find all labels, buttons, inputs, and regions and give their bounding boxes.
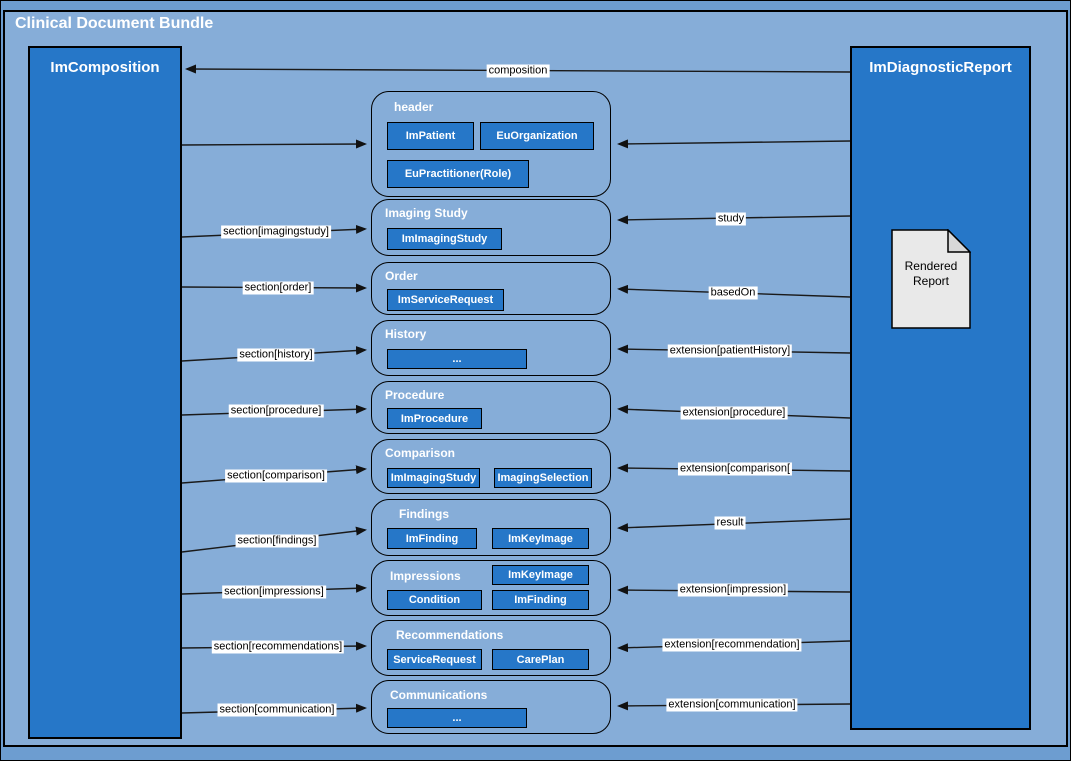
section-recommendations-title: Recommendations xyxy=(396,628,504,642)
edge-label-section-findings: section[findings] xyxy=(235,534,319,548)
edge-label-extension-comparison: extension[comparison[ xyxy=(677,462,793,476)
section-comparison: Comparison ImImagingStudy ImagingSelecti… xyxy=(371,439,611,494)
node-impatient: ImPatient xyxy=(387,122,474,150)
node-communications-ellipsis: ... xyxy=(387,708,527,728)
node-condition: Condition xyxy=(387,590,482,610)
edge-label-extension-communication: extension[communication] xyxy=(666,698,798,712)
edge-label-extension-impression: extension[impression] xyxy=(677,583,789,597)
edge-label-section-recommendations: section[recommendations] xyxy=(211,640,345,654)
node-history-ellipsis: ... xyxy=(387,349,527,369)
rendered-report-document-icon: Rendered Report xyxy=(891,228,972,329)
node-servicerequest: ServiceRequest xyxy=(387,649,482,670)
section-history: History ... xyxy=(371,320,611,376)
edge-label-extension-procedure: extension[procedure] xyxy=(680,406,788,420)
edge-label-section-comparison: section[comparison] xyxy=(225,469,327,483)
node-imservicerequest: ImServiceRequest xyxy=(387,289,504,311)
section-order-title: Order xyxy=(385,269,418,283)
edge-label-section-imagingstudy: section[imagingstudy] xyxy=(221,225,331,239)
node-imkeyimage: ImKeyImage xyxy=(492,528,589,549)
section-recommendations: Recommendations ServiceRequest CarePlan xyxy=(371,620,611,676)
document-icon xyxy=(891,228,972,329)
page-title: Clinical Document Bundle xyxy=(15,15,214,32)
section-order: Order ImServiceRequest xyxy=(371,262,611,315)
edge-label-section-impressions: section[impressions] xyxy=(222,585,326,599)
node-imfinding: ImFinding xyxy=(387,528,477,549)
entity-imcomposition-label: ImComposition xyxy=(50,59,160,76)
edge-label-section-order: section[order] xyxy=(242,281,314,295)
section-imaging-study-title: Imaging Study xyxy=(385,206,468,220)
edge-label-section-communication: section[communication] xyxy=(217,703,337,717)
entity-imdiagnosticreport-label: ImDiagnosticReport xyxy=(869,59,1012,76)
node-euorganization: EuOrganization xyxy=(480,122,594,150)
section-findings-title: Findings xyxy=(399,507,449,521)
node-imfinding-impressions: ImFinding xyxy=(492,590,589,610)
edge-label-extension-patienthistory: extension[patientHistory] xyxy=(667,344,793,358)
section-header: header ImPatient EuOrganization EuPracti… xyxy=(371,91,611,197)
section-impressions-title: Impressions xyxy=(390,569,461,583)
section-findings: Findings ImFinding ImKeyImage xyxy=(371,499,611,556)
section-history-title: History xyxy=(385,327,427,341)
edge-label-section-procedure: section[procedure] xyxy=(228,404,324,418)
section-communications: Communications ... xyxy=(371,680,611,734)
section-procedure: Procedure ImProcedure xyxy=(371,381,611,434)
entity-imcomposition: ImComposition xyxy=(28,46,182,739)
node-careplan: CarePlan xyxy=(492,649,589,670)
edge-label-study: study xyxy=(715,212,747,226)
entity-imdiagnosticreport: ImDiagnosticReport xyxy=(850,46,1031,730)
node-improcedure: ImProcedure xyxy=(387,408,482,429)
section-impressions: Impressions ImKeyImage Condition ImFindi… xyxy=(371,560,611,616)
edge-label-section-history: section[history] xyxy=(237,348,315,362)
edge-label-result: result xyxy=(714,516,746,530)
rendered-report-label: Rendered Report xyxy=(904,259,958,288)
section-communications-title: Communications xyxy=(390,688,488,702)
section-procedure-title: Procedure xyxy=(385,388,445,402)
node-imimagingstudy-comparison: ImImagingStudy xyxy=(387,468,480,488)
node-imimagingstudy: ImImagingStudy xyxy=(387,228,502,250)
node-imagingselection: ImagingSelection xyxy=(494,468,592,488)
node-imkeyimage-impressions: ImKeyImage xyxy=(492,565,589,585)
edge-label-composition: composition xyxy=(486,64,550,78)
edge-label-basedon: basedOn xyxy=(708,286,758,300)
section-header-title: header xyxy=(394,100,434,114)
section-comparison-title: Comparison xyxy=(385,446,456,460)
edge-label-extension-recommendation: extension[recommendation] xyxy=(662,638,802,652)
section-imaging-study: Imaging Study ImImagingStudy xyxy=(371,199,611,256)
node-eupractitionerrole: EuPractitioner(Role) xyxy=(387,160,529,188)
